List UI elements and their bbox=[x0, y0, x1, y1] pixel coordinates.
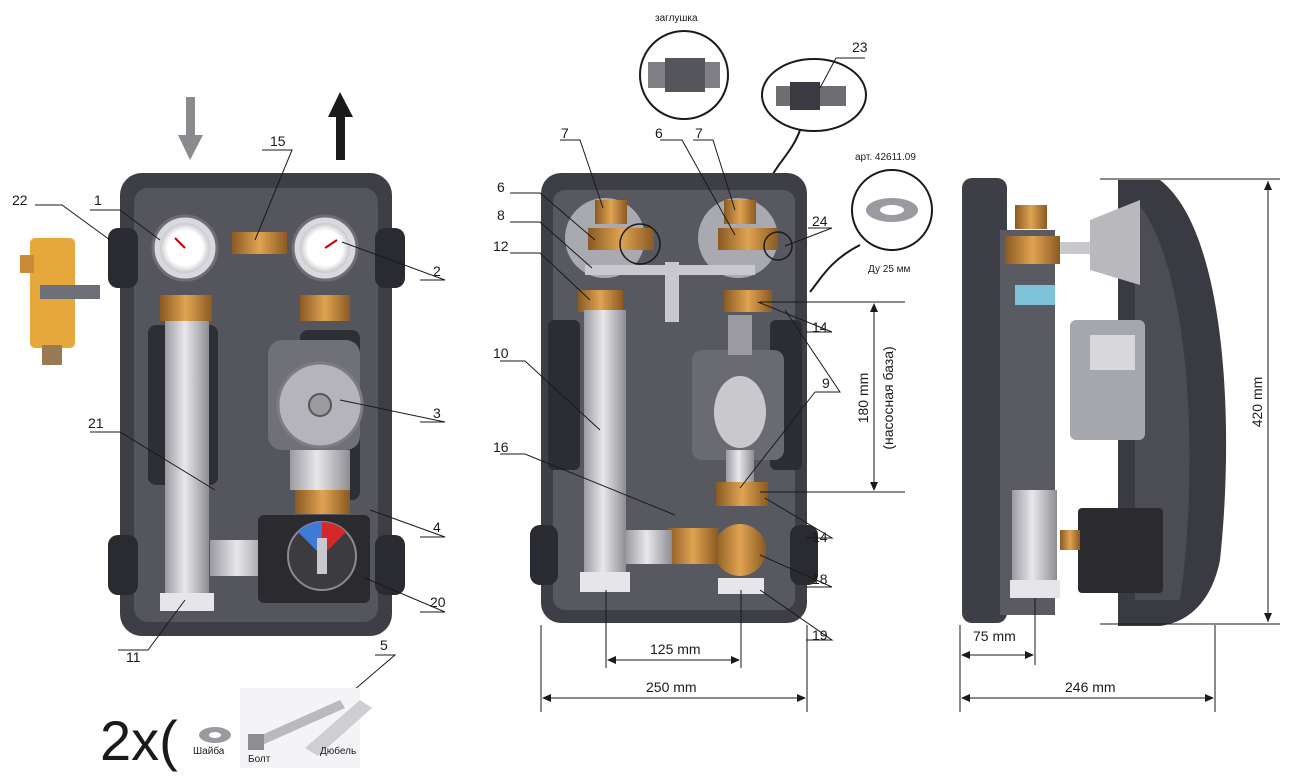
width-dim-value: 250 mm bbox=[646, 679, 697, 695]
callout-23: 23 bbox=[852, 39, 868, 55]
mounting-kit: 2x( Шайба Болт Дюбель bbox=[100, 688, 372, 772]
inlet-arrow-icon bbox=[178, 97, 203, 160]
callout-22: 22 bbox=[12, 192, 28, 208]
callout-14-bottom: 14 bbox=[812, 529, 828, 545]
dimension-pump-base: 180 mm (насосная база) bbox=[760, 301, 905, 493]
kit-dowel-label: Дюбель bbox=[320, 745, 356, 757]
kit-bolt-label: Болт bbox=[248, 754, 271, 765]
depth-dim-value: 246 mm bbox=[1065, 679, 1116, 695]
gasket-detail-icon bbox=[809, 169, 933, 293]
callout-3: 3 bbox=[433, 405, 441, 421]
callout-19: 19 bbox=[812, 627, 828, 643]
callout-6-right: 6 bbox=[655, 125, 663, 141]
bolt-icon bbox=[240, 688, 360, 768]
kit-multiplier: 2x( bbox=[100, 709, 178, 772]
plug-detail-icon bbox=[639, 30, 729, 120]
callout-21: 21 bbox=[88, 415, 104, 431]
dimension-width: 250 mm bbox=[540, 625, 808, 712]
callout-1: 1 bbox=[94, 192, 102, 208]
callout-11: 11 bbox=[126, 649, 141, 665]
callout-6-left: 6 bbox=[497, 179, 505, 195]
pump-base-dim-caption: (насосная база) bbox=[880, 346, 896, 449]
kit-washer-label: Шайба bbox=[193, 745, 225, 757]
callout-5: 5 bbox=[380, 637, 388, 653]
gasket-label: Ду 25 мм bbox=[868, 264, 911, 275]
return-pipe bbox=[165, 320, 209, 605]
callout-18: 18 bbox=[812, 571, 828, 587]
detail-23-icon bbox=[761, 58, 867, 241]
callout-2: 2 bbox=[433, 263, 441, 279]
plug-label: заглушка bbox=[655, 13, 698, 24]
callout-8: 8 bbox=[497, 207, 505, 223]
callout-4: 4 bbox=[433, 519, 441, 535]
pump-base-dim-value: 180 mm bbox=[855, 373, 871, 424]
callout-7-right: 7 bbox=[695, 125, 703, 141]
outlet-arrow-icon bbox=[328, 92, 353, 160]
article-label: арт. 42611.09 bbox=[855, 152, 916, 163]
callout-12: 12 bbox=[493, 238, 509, 254]
dimension-inner-spacing: 125 mm bbox=[605, 590, 742, 668]
dimension-height: 420 mm bbox=[1100, 178, 1280, 625]
dowel-icon bbox=[305, 700, 372, 756]
side-actuator bbox=[1078, 508, 1163, 593]
dimension-depth: 246 mm bbox=[961, 625, 1216, 712]
section-view: заглушка 23 арт. 42611.09 Ду 25 мм bbox=[493, 13, 933, 712]
callout-24: 24 bbox=[812, 213, 828, 229]
callout-7-left: 7 bbox=[561, 125, 569, 141]
side-back-insulation bbox=[962, 178, 1007, 623]
inner-dim-value: 125 mm bbox=[650, 641, 701, 657]
side-view: 420 mm 75 mm 246 mm bbox=[959, 178, 1280, 712]
front-view: 22 1 15 2 3 21 4 20 11 5 bbox=[12, 92, 446, 703]
callout-20: 20 bbox=[430, 594, 446, 610]
callout-15: 15 bbox=[270, 133, 286, 149]
height-dim-value: 420 mm bbox=[1249, 377, 1265, 428]
offset-dim-value: 75 mm bbox=[973, 628, 1016, 644]
callout-10: 10 bbox=[493, 345, 509, 361]
dimension-offset: 75 mm bbox=[959, 598, 1036, 712]
callout-14-top: 14 bbox=[812, 319, 828, 335]
zone-valve-22 bbox=[20, 238, 100, 365]
bypass-fitting bbox=[232, 232, 287, 254]
callout-9: 9 bbox=[822, 375, 830, 391]
callout-16: 16 bbox=[493, 439, 509, 455]
